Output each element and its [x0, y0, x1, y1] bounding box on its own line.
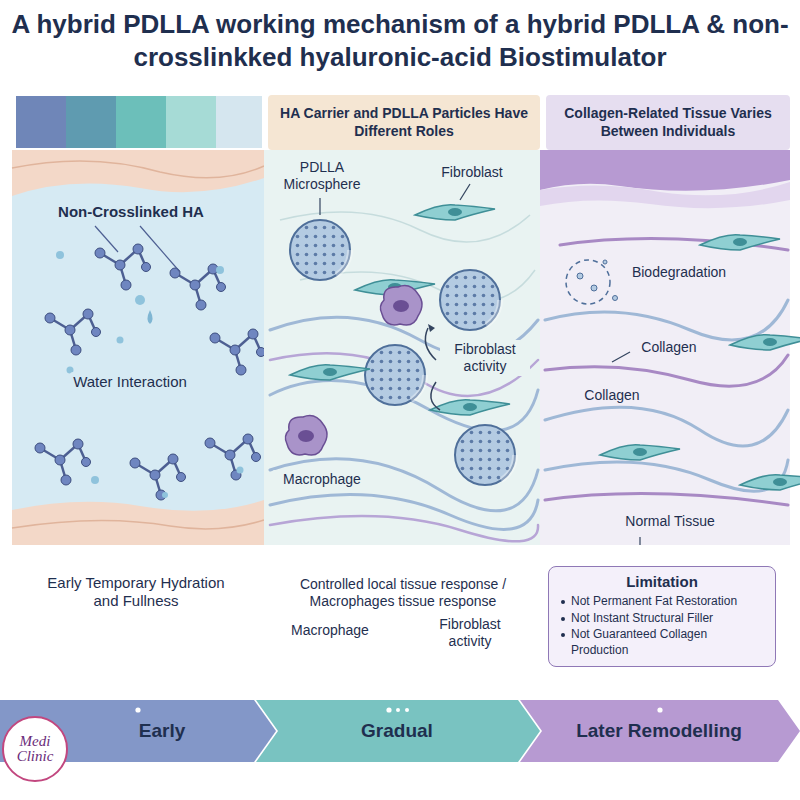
- illustration-label: Macrophage: [272, 470, 372, 489]
- bullet-dot: [561, 600, 565, 604]
- stage-dot: [135, 707, 140, 712]
- limitation-item: Not Guaranteed Collagen Production: [571, 627, 763, 658]
- clinic-logo: Medi Clinic: [2, 716, 68, 782]
- illustration-label: Early Temporary Hydration and Fullness: [36, 574, 236, 610]
- limitation-item: Not Instant Structural Filler: [571, 611, 713, 627]
- illustration-label: Normal Tissue: [610, 512, 730, 531]
- illustration-label: Macrophage: [280, 622, 380, 639]
- limitation-heading: Limitation: [561, 573, 763, 590]
- bullet-row: Not Guaranteed Collagen Production: [561, 627, 763, 658]
- title: A hybrid PDLLA working mechanism of a hy…: [10, 8, 790, 73]
- illustration-label: Fibroblast activity: [420, 616, 520, 650]
- stage-dot: [657, 707, 662, 712]
- color-stripe: [16, 96, 262, 148]
- illustration-label: Collagen: [575, 386, 649, 405]
- bullet-dot: [561, 633, 565, 637]
- heading-band: HA Carrier and PDLLA Particles Have Diff…: [268, 95, 540, 150]
- illustration-label: Fibroblast: [432, 163, 512, 182]
- stage-arrow: Gradual: [256, 700, 540, 762]
- illustration-label: PDLLA Microsphere: [276, 158, 368, 194]
- bullet-dot: [561, 617, 565, 621]
- stage-dot: [405, 708, 409, 712]
- limitation-box: LimitationNot Permanent Fat RestorationN…: [548, 566, 776, 667]
- stage-dot: [386, 707, 391, 712]
- bullet-row: Not Permanent Fat Restoration: [561, 594, 763, 610]
- illustration-label: Collagen: [632, 338, 706, 357]
- tissue-panel: [264, 150, 540, 545]
- illustration-label: Biodegradation: [620, 263, 738, 282]
- stage-label: Early: [79, 720, 197, 742]
- heading-text: HA Carrier and PDLLA Particles Have Diff…: [278, 105, 530, 140]
- stage-label: Later Remodelling: [566, 720, 754, 742]
- stage-arrow: Later Remodelling: [520, 700, 800, 762]
- bullet-row: Not Instant Structural Filler: [561, 611, 763, 627]
- heading-band: Collagen-Related Tissue Varies Between I…: [546, 95, 790, 150]
- stage-label: Gradual: [351, 720, 445, 742]
- limitation-item: Not Permanent Fat Restoration: [571, 594, 737, 610]
- illustration-label: Non-Crosslinked HA: [36, 202, 226, 222]
- illustration-label: Water Interaction: [70, 372, 190, 392]
- illustration-label: Controlled local tissue response / Macro…: [272, 576, 534, 610]
- logo-text: Medi Clinic: [8, 734, 62, 764]
- illustration-label: Fibroblast activity: [440, 340, 530, 376]
- hydration-panel: [12, 150, 266, 545]
- remodel-panel: [540, 150, 800, 545]
- stage-dot: [396, 708, 400, 712]
- heading-text: Collagen-Related Tissue Varies Between I…: [556, 105, 780, 140]
- chevron-fill: [256, 700, 540, 762]
- chevron-fill: [520, 700, 800, 762]
